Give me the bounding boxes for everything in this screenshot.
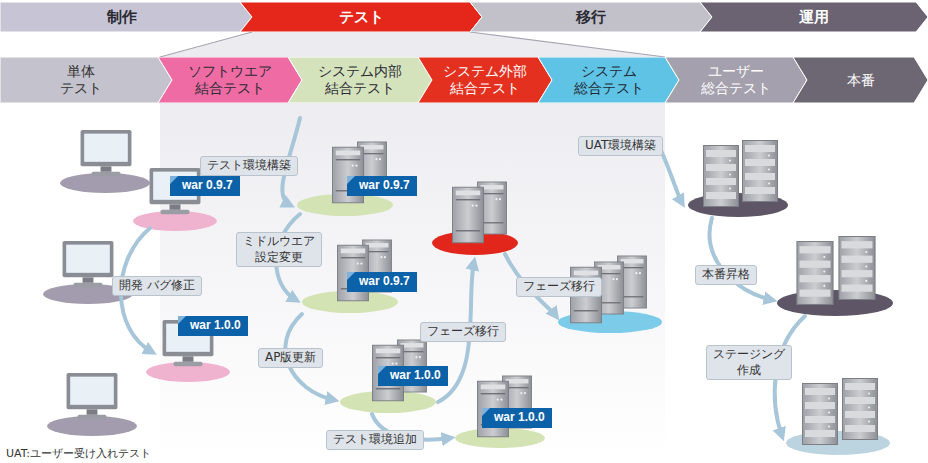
- phase-chevron: システム 総合テスト: [538, 57, 679, 103]
- step-label: 開発 バグ修正: [112, 276, 202, 296]
- phase-chevron: 運用: [700, 2, 928, 32]
- phase-label: 運用: [799, 8, 829, 26]
- pc-icon: [81, 130, 132, 176]
- version-tag: war 0.9.7: [347, 176, 417, 196]
- chevron-fill: [793, 57, 928, 103]
- version-text: war 0.9.7: [359, 178, 410, 192]
- step-label: 本番昇格: [695, 265, 757, 285]
- phase-label: システム内部 結合テスト: [318, 63, 402, 97]
- fan-ground: [160, 32, 665, 57]
- step-label: ミドルウエア 設定変更: [236, 232, 322, 267]
- chevron-fill: [470, 2, 712, 32]
- chevron-fill: [418, 57, 552, 103]
- step-label: フェーズ移行: [420, 322, 506, 342]
- step-label: UAT環境構築: [578, 136, 663, 156]
- version-tag: war 1.0.0: [178, 316, 248, 336]
- fold-corner: [170, 176, 178, 184]
- version-text: war 0.9.7: [359, 274, 410, 288]
- phase-chevron: 制作: [0, 2, 252, 32]
- fan-line: [160, 32, 252, 57]
- phase-label: システム 総合テスト: [574, 63, 644, 97]
- phase-label: ソフトウエア 結合テスト: [188, 63, 272, 97]
- fold-corner: [347, 176, 355, 184]
- rack-icon: [704, 146, 739, 207]
- phase-chevron: ソフトウエア 結合テスト: [158, 57, 302, 103]
- version-tag: war 1.0.0: [378, 366, 448, 386]
- version-tag: war 1.0.0: [482, 408, 552, 428]
- rack-icon: [839, 237, 875, 300]
- chevron-fill: [288, 57, 432, 103]
- pc-icon: [67, 373, 118, 419]
- version-tag: war 0.9.7: [347, 272, 417, 292]
- phase-chevron: ユーザー 総合テスト: [665, 57, 807, 103]
- phase-label: 単体 テスト: [60, 63, 102, 97]
- server-icon: [452, 187, 483, 243]
- step-label: ステージング 作成: [706, 345, 792, 380]
- phase-chevron: システム外部 結合テスト: [418, 57, 552, 103]
- version-tag: war 0.9.7: [170, 176, 240, 196]
- rack-icon: [743, 141, 778, 202]
- phase-label: 制作: [107, 8, 137, 26]
- phase-label: ユーザー 総合テスト: [701, 63, 771, 97]
- step-label: テスト環境構築: [200, 156, 298, 176]
- phase-label: システム外部 結合テスト: [443, 63, 527, 97]
- phase-chevron: 単体 テスト: [0, 57, 172, 103]
- phase-chevron: システム内部 結合テスト: [288, 57, 432, 103]
- chevron-fill: [665, 57, 807, 103]
- phase-label: 本番: [847, 72, 875, 89]
- version-text: war 1.0.0: [190, 318, 241, 332]
- chevron-fill: [700, 2, 928, 32]
- phase-label: 移行: [576, 8, 606, 26]
- flow-arrows: [121, 118, 805, 440]
- step-label: フェーズ移行: [516, 277, 602, 297]
- step-label: AP版更新: [258, 348, 323, 368]
- fold-corner: [178, 316, 186, 324]
- phase-chevron: 本番: [793, 57, 928, 103]
- pc-icon: [63, 241, 114, 287]
- version-text: war 1.0.0: [390, 368, 441, 382]
- rack-icon: [803, 384, 838, 445]
- version-text: war 1.0.0: [494, 410, 545, 424]
- chevron-fill: [0, 57, 172, 103]
- phase-ground: [160, 103, 665, 463]
- version-text: war 0.9.7: [182, 178, 233, 192]
- fan-line: [470, 32, 665, 57]
- chevron-fill: [158, 57, 302, 103]
- chevron-fill: [0, 2, 252, 32]
- phase-label: テスト: [339, 8, 384, 26]
- fold-corner: [378, 366, 386, 374]
- phase-chevron: 移行: [470, 2, 712, 32]
- flow-arrow: [710, 218, 772, 300]
- rack-icon: [843, 379, 878, 440]
- server-base: [777, 290, 893, 316]
- fold-corner: [482, 408, 490, 416]
- fold-corner: [347, 272, 355, 280]
- footnote: UAT:ユーザー受け入れテスト: [6, 446, 151, 461]
- flow-arrow: [660, 148, 682, 203]
- step-label: テスト環境追加: [326, 430, 424, 450]
- chevron-fill: [240, 2, 482, 32]
- rack-icon: [797, 242, 833, 305]
- chevron-fill: [538, 57, 679, 103]
- phase-chevron: テスト: [240, 2, 482, 32]
